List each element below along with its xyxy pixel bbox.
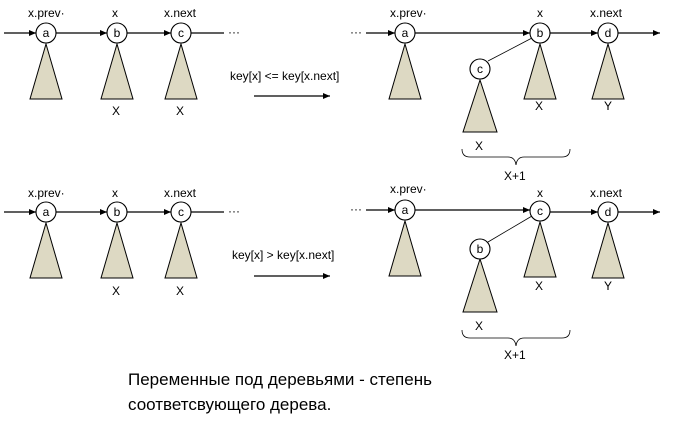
node-label-a: a bbox=[402, 203, 409, 217]
node-c bbox=[170, 201, 192, 223]
ellipsis: ··· bbox=[350, 25, 362, 39]
node-b bbox=[469, 238, 491, 260]
node-label-c: c bbox=[178, 205, 184, 219]
tree-c bbox=[164, 221, 198, 279]
top-condition-group: key[x] <= key[x.next] bbox=[230, 69, 339, 99]
caption-line-1: Переменные под деревьями - степень bbox=[128, 370, 432, 389]
degree-label-child: X bbox=[475, 139, 483, 153]
node-c bbox=[170, 22, 192, 44]
node-label-d: d bbox=[605, 26, 612, 40]
ellipsis: ··· bbox=[228, 204, 240, 218]
label-x: x bbox=[537, 186, 543, 200]
child-link bbox=[487, 37, 533, 62]
brace-label: X+1 bbox=[504, 348, 526, 362]
tree-a bbox=[388, 219, 422, 277]
degree-label-child: X bbox=[475, 319, 483, 333]
condition-text: key[x] <= key[x.next] bbox=[230, 69, 339, 83]
degree-label-c: X bbox=[176, 104, 184, 118]
label-x-prev: x.prev· bbox=[390, 182, 427, 196]
node-label-b: b bbox=[114, 26, 121, 40]
node-a bbox=[394, 22, 416, 44]
top-before-group: x.prev· x x.next ··· a b c X X bbox=[4, 6, 240, 118]
node-label-a: a bbox=[43, 26, 50, 40]
node-label-c: c bbox=[477, 62, 483, 76]
ellipsis: ··· bbox=[350, 202, 362, 216]
tree-d bbox=[591, 221, 625, 279]
tree-a bbox=[29, 42, 63, 100]
node-a bbox=[394, 199, 416, 221]
top-after-group: x.prev· x x.next ··· a b c d X Y X X+1 bbox=[350, 6, 660, 183]
degree-label-c: X bbox=[176, 284, 184, 298]
node-label-a: a bbox=[43, 205, 50, 219]
brace-label: X+1 bbox=[504, 169, 526, 183]
node-c bbox=[469, 58, 491, 80]
tree-a bbox=[388, 42, 422, 100]
node-label-c: c bbox=[537, 204, 543, 218]
tree-c bbox=[164, 42, 198, 100]
label-x: x bbox=[537, 6, 543, 20]
ellipsis: ··· bbox=[228, 25, 240, 39]
degree-label-d: Y bbox=[604, 279, 612, 293]
label-x-next: x.next bbox=[590, 186, 623, 200]
label-x-prev: x.prev· bbox=[390, 6, 427, 20]
node-b bbox=[529, 22, 551, 44]
label-x-next: x.next bbox=[590, 6, 623, 20]
label-x-prev: x.prev· bbox=[28, 186, 65, 200]
node-label-b: b bbox=[477, 242, 484, 256]
degree-label-b: X bbox=[535, 99, 543, 113]
node-d bbox=[597, 22, 619, 44]
degree-label-b: X bbox=[112, 284, 120, 298]
tree-b bbox=[523, 42, 557, 100]
degree-label-c: X bbox=[535, 279, 543, 293]
node-a bbox=[35, 22, 57, 44]
bottom-condition-group: key[x] > key[x.next] bbox=[232, 248, 334, 279]
bottom-before-group: x.prev· x x.next ··· a b c X X bbox=[4, 186, 240, 298]
brace bbox=[461, 148, 571, 166]
node-d bbox=[597, 201, 619, 223]
node-label-a: a bbox=[402, 26, 409, 40]
tree-c bbox=[523, 220, 557, 278]
condition-text: key[x] > key[x.next] bbox=[232, 248, 334, 262]
node-label-c: c bbox=[178, 26, 184, 40]
label-x-prev: x.prev· bbox=[28, 6, 65, 20]
tree-c-child bbox=[462, 78, 498, 133]
node-label-d: d bbox=[605, 205, 612, 219]
tree-a bbox=[29, 221, 63, 279]
tree-b-child bbox=[462, 257, 498, 313]
caption: Переменные под деревьями - степень соотв… bbox=[128, 370, 432, 414]
tree-d bbox=[591, 42, 625, 100]
node-b bbox=[106, 22, 128, 44]
brace bbox=[461, 329, 571, 347]
tree-b bbox=[100, 221, 134, 279]
node-a bbox=[35, 201, 57, 223]
bottom-after-group: x.prev· x x.next ··· a c b d X Y X X+1 bbox=[350, 182, 660, 362]
degree-label-d: Y bbox=[604, 99, 612, 113]
label-x-next: x.next bbox=[164, 6, 197, 20]
label-x-next: x.next bbox=[164, 186, 197, 200]
node-c bbox=[529, 200, 551, 222]
node-label-b: b bbox=[537, 26, 544, 40]
tree-b bbox=[100, 42, 134, 100]
node-label-b: b bbox=[114, 205, 121, 219]
label-x: x bbox=[112, 186, 118, 200]
child-link bbox=[487, 215, 533, 243]
node-b bbox=[106, 201, 128, 223]
caption-line-2: соответсвующего дерева. bbox=[128, 395, 331, 414]
degree-label-b: X bbox=[112, 104, 120, 118]
label-x: x bbox=[112, 6, 118, 20]
